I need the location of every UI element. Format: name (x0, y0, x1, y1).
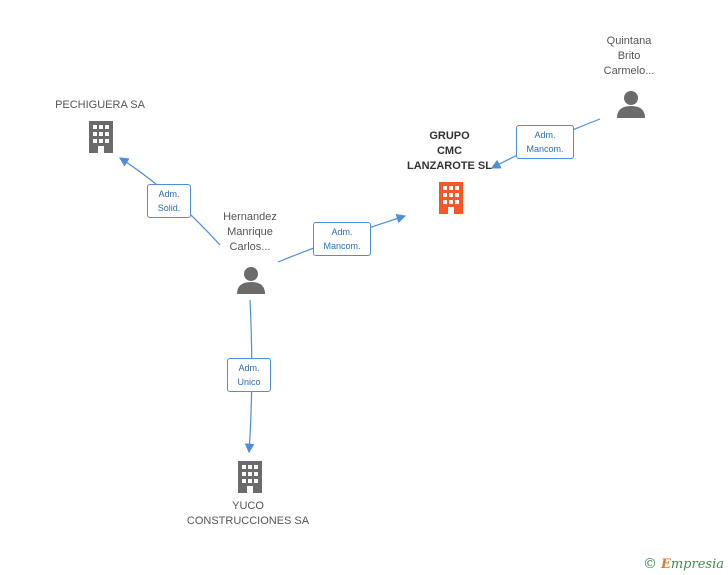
building-icon[interactable] (235, 460, 265, 494)
person-icon[interactable] (616, 89, 646, 119)
node-label-yuco[interactable]: YUCO CONSTRUCCIONES SA (186, 500, 310, 527)
copyright-icon: © (642, 556, 657, 572)
node-label-hernandez[interactable]: Hernandez Manrique Carlos... (223, 211, 277, 253)
edge-label-adm-unico: Adm. Unico (227, 358, 271, 392)
person-icon[interactable] (236, 265, 266, 295)
node-label-grupo-cmc[interactable]: GRUPO CMC LANZAROTE SL (407, 130, 492, 172)
edge-label-adm-mancom: Adm. Mancom. (516, 125, 574, 159)
brand-logo: ©Empresia (642, 556, 724, 572)
node-label-pechiguera[interactable]: PECHIGUERA SA (55, 99, 145, 111)
building-icon[interactable] (86, 120, 116, 154)
edge-label-adm-mancom: Adm. Mancom. (313, 222, 371, 256)
node-label-quintana[interactable]: Quintana Brito Carmelo... (603, 35, 655, 77)
edge-label-adm-solid: Adm. Solid. (147, 184, 191, 218)
building-icon-highlighted[interactable] (436, 181, 466, 215)
